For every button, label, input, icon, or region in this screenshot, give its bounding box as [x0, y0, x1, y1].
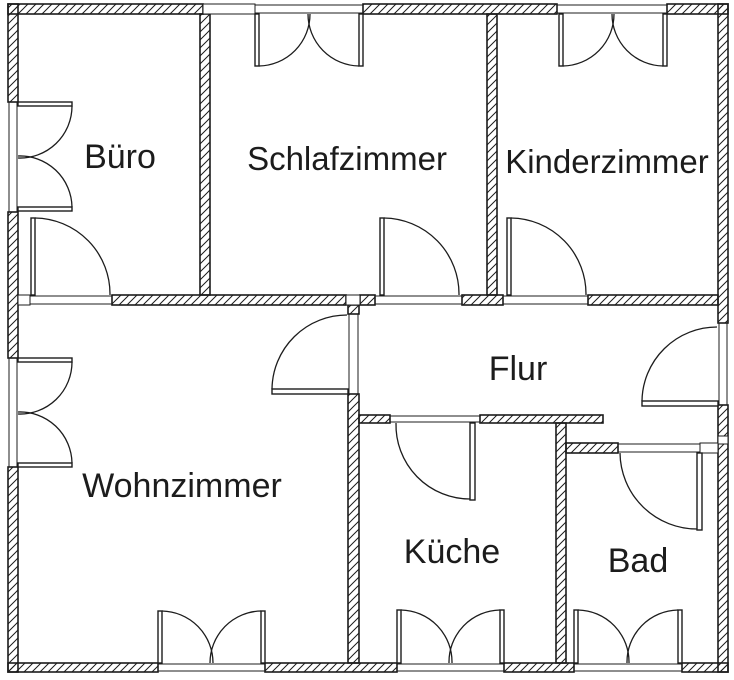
wall-flur-kueche-2 [479, 414, 604, 424]
wall-middle-2 [359, 294, 376, 306]
wall-wohnzimmer-kueche [347, 393, 360, 664]
interior-walls [111, 13, 719, 664]
wall-right-2 [717, 404, 729, 673]
kueche-door-opening [390, 415, 480, 423]
entrance-door-swing [641, 326, 718, 402]
buero-door-swing [34, 217, 111, 296]
wall-schlafzimmer-kinderzimmer [486, 13, 498, 296]
windows [8, 4, 683, 672]
entrance-door [641, 326, 719, 407]
wall-wohnzimmer-flur-stub [347, 304, 360, 315]
bad-window [573, 609, 683, 672]
wall-middle-4 [587, 294, 719, 306]
room-label-kueche: Küche [404, 533, 500, 571]
wohnzimmer-window-bottom [157, 610, 266, 672]
exterior-walls [7, 3, 729, 673]
wall-left-2 [7, 211, 19, 359]
wall-right-1 [717, 3, 729, 324]
kinderzimmer-door [506, 217, 587, 296]
schlafzimmer-door-opening [375, 295, 462, 305]
kueche-window [396, 609, 505, 672]
wall-top-1 [7, 3, 204, 15]
wall-top-2 [362, 3, 558, 15]
bad-door-swing [619, 452, 698, 530]
wall-bottom-2 [264, 662, 398, 673]
wall-bottom-1 [7, 662, 159, 673]
room-label-kinderzimmer: Kinderzimmer [505, 143, 709, 180]
kinderzimmer-window [557, 4, 668, 67]
door-openings [30, 295, 728, 453]
wall-joints [17, 3, 729, 454]
joint-middle-left [17, 294, 31, 306]
schlafzimmer-window [254, 4, 364, 67]
room-label-flur: Flur [489, 350, 548, 388]
room-labels: Büro Schlafzimmer Kinderzimmer Wohnzimme… [82, 138, 709, 580]
wall-buero-schlafzimmer [199, 13, 211, 296]
wall-flur-kueche-1 [358, 414, 391, 424]
schlafzimmer-door-leaf [379, 217, 385, 296]
joint-right-wall [717, 435, 729, 445]
kueche-door [395, 422, 476, 501]
wall-left-1 [7, 3, 19, 103]
wohnzimmer-door-opening [348, 314, 359, 394]
kinderzimmer-door-leaf [506, 217, 512, 296]
wohnzimmer-door-leaf [271, 388, 349, 395]
kinderzimmer-door-swing [510, 217, 587, 296]
buero-door [30, 217, 111, 296]
room-label-schlafzimmer: Schlafzimmer [247, 140, 447, 177]
kueche-door-swing [395, 422, 471, 500]
joint-top-wall [202, 3, 256, 15]
buero-window [8, 101, 73, 212]
buero-door-opening [30, 295, 112, 305]
room-label-buero: Büro [84, 138, 156, 176]
room-label-bad: Bad [608, 542, 669, 580]
wall-middle-1 [111, 294, 347, 306]
entrance-door-opening [718, 323, 728, 405]
bad-door-leaf [696, 452, 703, 531]
wall-kueche-bad [555, 422, 567, 664]
buero-door-leaf [30, 217, 36, 296]
schlafzimmer-door [379, 217, 460, 296]
wall-bottom-3 [503, 662, 575, 673]
doors [30, 217, 719, 531]
wall-flur-bad [565, 442, 619, 454]
wall-left-3 [7, 466, 19, 673]
joint-middle-center [345, 294, 361, 306]
kueche-door-leaf [469, 422, 476, 501]
bad-door-opening [618, 443, 700, 453]
wohnzimmer-door-swing [271, 314, 348, 390]
joint-bad-top [699, 442, 719, 454]
wohnzimmer-window-left [8, 357, 73, 468]
wall-middle-3 [461, 294, 504, 306]
wohnzimmer-door [271, 314, 349, 395]
schlafzimmer-door-swing [383, 217, 460, 296]
entrance-door-leaf [641, 400, 719, 407]
kinderzimmer-door-opening [503, 295, 588, 305]
room-label-wohnzimmer: Wohnzimmer [82, 467, 282, 505]
bad-door [619, 452, 703, 531]
